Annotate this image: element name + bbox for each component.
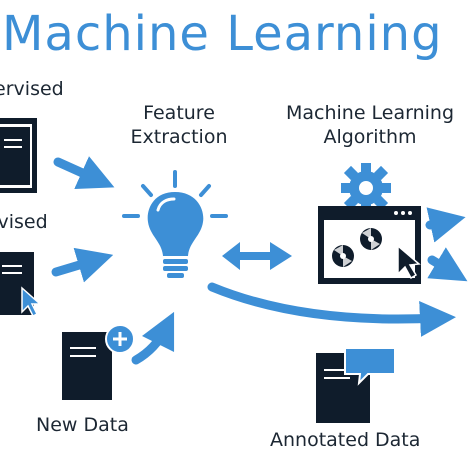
arrow-unsupervised-to-feature [51,247,114,283]
radiation-icon [360,228,382,250]
ml-algorithm-label-line2: Algorithm [323,126,417,148]
radiation-icon [332,245,354,267]
bidirectional-arrow [222,242,292,270]
unsupervised-document-icon [0,252,42,318]
supervised-document-icon [0,118,37,193]
ml-algorithm-label: Machine Learning Algorithm [270,101,470,149]
feature-extraction-label-line1: Feature [143,102,215,124]
algorithm-window-icon [318,206,421,284]
arrow-newdata-to-feature [131,311,175,365]
cursor-icon [397,244,421,280]
arrow-feature-to-output [207,282,456,337]
unsupervised-label: ervised [0,211,48,233]
speech-bubble-icon [344,347,396,386]
ml-algorithm-label-line1: Machine Learning [285,102,455,124]
cursor-icon [21,286,42,318]
new-data-document-icon [62,324,135,400]
gear-icon [341,163,391,213]
new-data-label: New Data [36,414,129,436]
feature-extraction-label: Feature Extraction [104,101,254,149]
supervised-label: pervised [0,78,64,100]
lightbulb-icon [122,170,228,278]
diagram-title: Machine Learning [2,6,443,62]
arrow-algorithm-out-lower [427,247,468,282]
arrow-algorithm-out-upper [425,207,466,243]
arrow-supervised-to-feature [53,156,115,190]
annotated-data-label: Annotated Data [270,429,421,451]
feature-extraction-label-line2: Extraction [130,126,228,148]
annotated-data-document-icon [316,347,396,423]
